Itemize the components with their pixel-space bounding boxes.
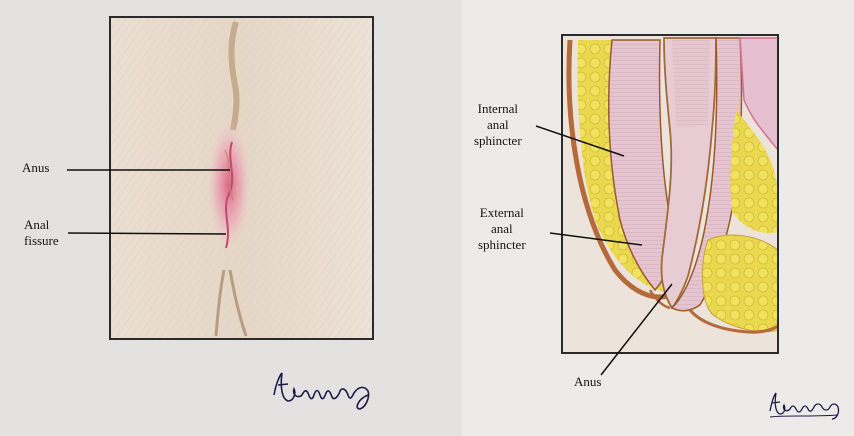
label-internal-anal-sphincter: Internal anal sphincter (474, 101, 522, 149)
signature-right (766, 387, 846, 423)
fissure-leader-line (68, 233, 226, 234)
label-anus-left: Anus (22, 160, 49, 176)
left-figure (67, 17, 373, 339)
label-external-anal-sphincter: External anal sphincter (478, 205, 526, 253)
signature-left (268, 365, 388, 415)
label-anus-right: Anus (574, 374, 601, 390)
label-anal-fissure: Anal fissure (24, 217, 59, 249)
right-figure (536, 35, 778, 375)
